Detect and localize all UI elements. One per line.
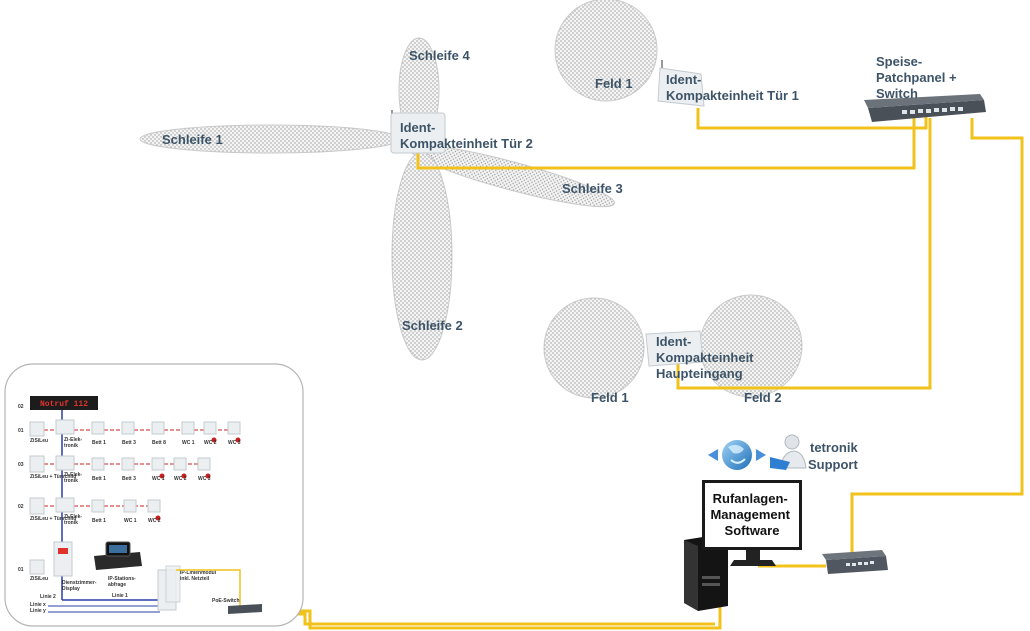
tuer1-unit [657,60,705,107]
svg-text:01: 01 [18,567,24,573]
patchpanel-switch [864,94,986,122]
svg-text:Bett 8: Bett 8 [152,440,166,446]
support-person-icon [770,434,807,470]
inset-row-2: Bett 1 Bett 3 WC 1 WC 2 WC 3 [91,457,211,482]
svg-text:WC 2: WC 2 [148,518,161,524]
label-haupteingang: Ident- Kompakteinheit Haupteingang [656,334,757,381]
notruf-display: Notruf 112 [30,396,98,410]
label-schleife-1: Schleife 1 [162,132,223,147]
device-labels: Ident- Kompakteinheit Tür 2 Ident- Kompa… [400,54,960,538]
label-schleife-4: Schleife 4 [409,48,470,63]
globe-icon [722,440,752,470]
svg-text:Bett 3: Bett 3 [122,476,136,482]
label-management: Rufanlagen- Management Software [710,491,793,538]
svg-text:WC 2: WC 2 [204,440,217,446]
svg-text:Bett 1: Bett 1 [92,518,106,524]
haupteingang-unit [645,330,704,367]
poe-switch-icon [228,604,262,614]
label-tuer1: Ident- Kompakteinheit Tür 1 [666,72,799,103]
svg-text:IP-Stations-abfrage: IP-Stations-abfrage [108,576,136,588]
svg-text:WC 1: WC 1 [182,440,195,446]
svg-text:Bett 1: Bett 1 [92,440,106,446]
cable-haupteingang [676,118,932,390]
svg-text:PoE-Switch: PoE-Switch [212,598,240,604]
label-feld-2: Feld 2 [744,390,782,405]
office-switch [822,550,888,574]
label-tuer2: Ident- Kompakteinheit Tür 2 [400,120,533,151]
svg-text:WC 3: WC 3 [198,476,211,482]
label-schleife-2: Schleife 2 [402,318,463,333]
zone-feld-2 [699,294,803,398]
inset-row-1: Bett 1 Bett 3 Bett 8 WC 1 WC 2 WC 3 [91,421,241,446]
cable-inset-2 [262,612,715,626]
label-feld-1-bottom: Feld 1 [591,390,629,405]
svg-text:ZiSiLeu + Türschild: ZiSiLeu + Türschild [30,474,76,480]
svg-text:02: 02 [18,404,24,410]
svg-text:Zi-Elek-tronik: Zi-Elek-tronik [64,437,82,449]
svg-text:ZiSiLeu: ZiSiLeu [30,438,48,444]
label-feld-1-top: Feld 1 [595,76,633,91]
svg-text:Linie y: Linie y [30,608,46,614]
svg-text:03: 03 [18,462,24,468]
cables [260,108,1024,630]
svg-text:Zi-Elek-tronik: Zi-Elek-tronik [64,514,82,526]
arrow-left-icon [708,449,718,461]
svg-text:Notruf 112: Notruf 112 [40,400,88,409]
inset-building: Notruf 112 02 01 03 02 01 ZiSiLeu ZiSiLe… [4,363,304,627]
zone-labels: Schleife 1 Schleife 4 Schleife 3 Schleif… [162,48,782,405]
svg-text:Dienstzimmer-Display: Dienstzimmer-Display [62,580,97,592]
arrow-right-icon [756,449,766,461]
label-schleife-3: Schleife 3 [562,181,623,196]
label-support: tetronik Support [808,440,861,472]
svg-text:Bett 1: Bett 1 [92,476,106,482]
server-tower [684,533,728,611]
svg-text:Bett 3: Bett 3 [122,440,136,446]
ip-phone-icon [94,541,142,570]
monitor [702,480,802,566]
cable-tuer2 [416,118,916,170]
patchpanel-ports [902,107,963,114]
svg-text:Linie 1: Linie 1 [112,593,128,599]
svg-text:Zi-Elek-tronik: Zi-Elek-tronik [64,472,82,484]
inset-row-3: Bett 1 WC 1 WC 2 [91,499,161,524]
svg-text:Linie x: Linie x [30,602,46,608]
svg-text:Linie 2: Linie 2 [40,594,56,600]
zone-feld-1-bottom [543,297,645,399]
svg-text:ZiSiLeu + Türschild: ZiSiLeu + Türschild [30,516,76,522]
cable-uplink [850,118,1024,558]
support-icons [708,434,807,470]
zones [139,0,803,399]
svg-text:WC 1: WC 1 [124,518,137,524]
cable-tuer1 [696,108,928,130]
svg-text:WC 1: WC 1 [152,476,165,482]
svg-text:ZiSiLeu: ZiSiLeu [30,576,48,582]
tuer2-unit [390,110,446,154]
svg-text:01: 01 [18,428,24,434]
label-patchpanel: Speise- Patchpanel + Switch [876,54,960,101]
zone-feld-1-top [554,0,658,102]
svg-text:WC 3: WC 3 [228,440,241,446]
svg-text:02: 02 [18,504,24,510]
svg-text:WC 2: WC 2 [174,476,187,482]
